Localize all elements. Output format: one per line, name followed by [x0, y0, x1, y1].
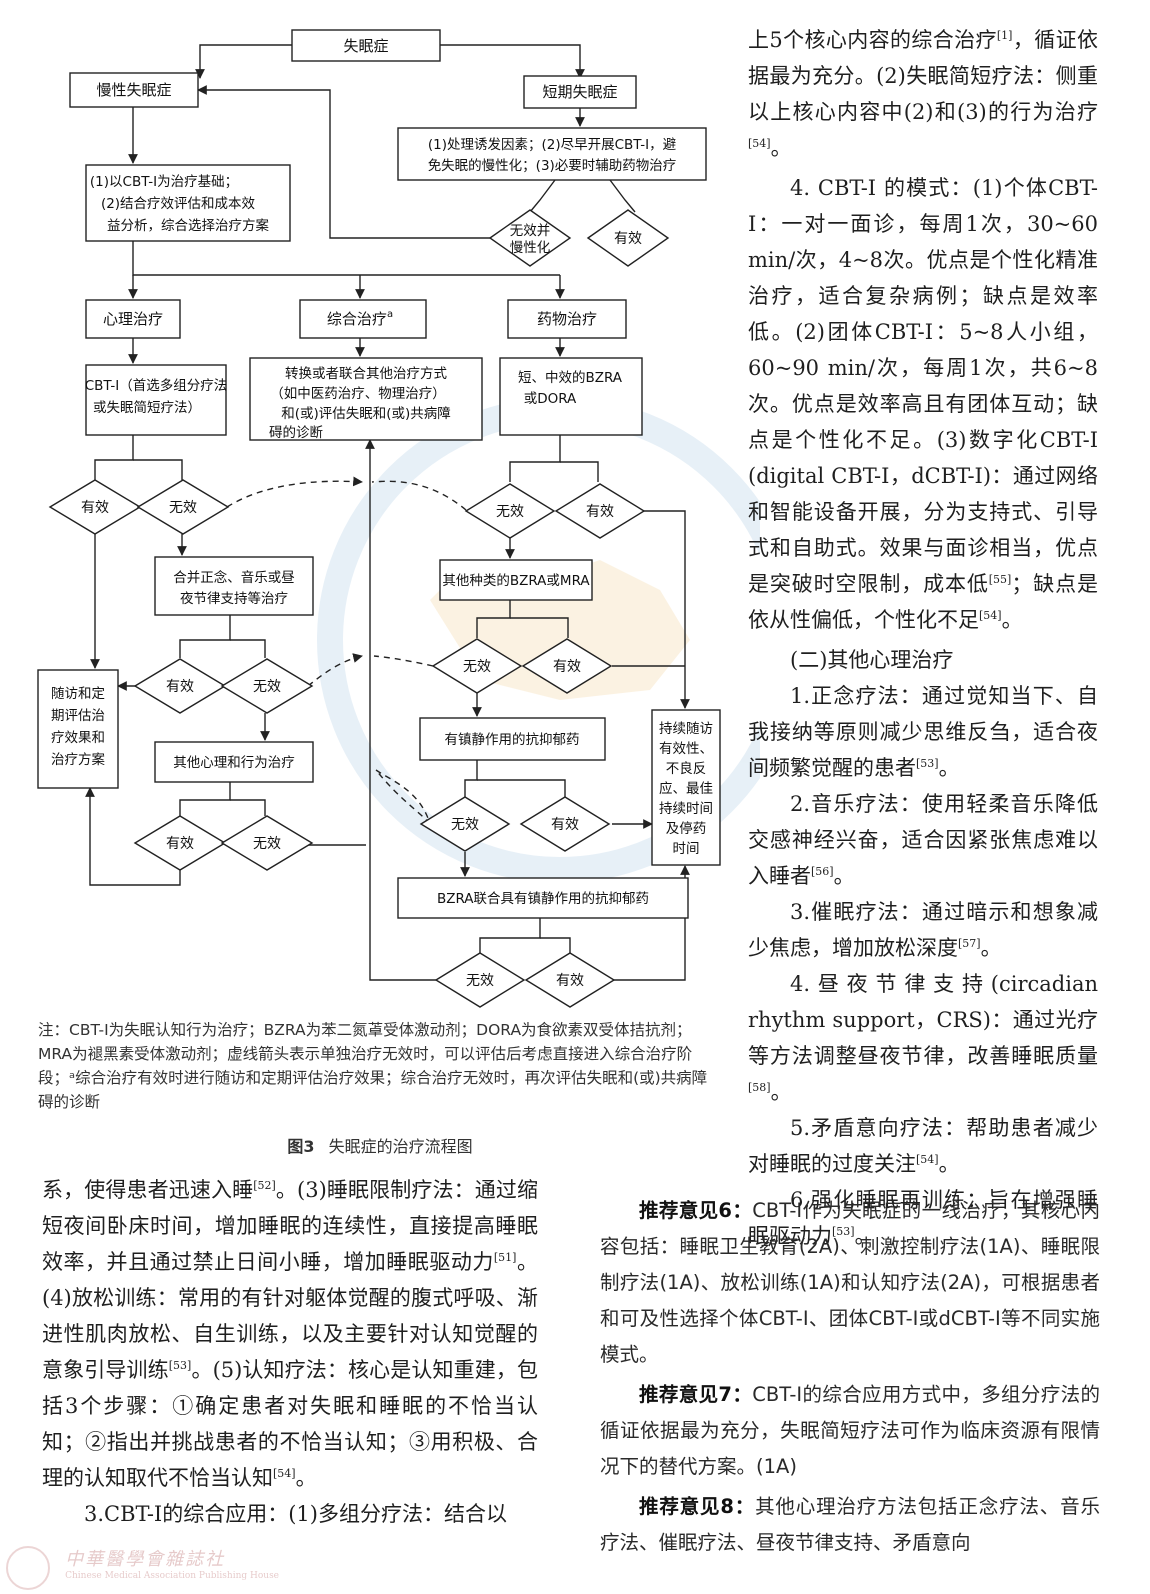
- node-chronic-basis-2: (2)结合疗效评估和成本效: [101, 196, 256, 212]
- node-ineffective-final: 无效: [466, 973, 494, 989]
- node-effective-short: 有效: [614, 231, 642, 247]
- node-switch-3: 和(或)评估失眠和(或)共病障: [281, 406, 451, 422]
- node-drug: 药物治疗: [537, 310, 597, 328]
- figure-caption-text: 失眠症的治疗流程图: [328, 1137, 473, 1156]
- node-ineffective-c3a: 无效: [496, 504, 524, 520]
- node-continue-5: 持续时间: [659, 801, 713, 817]
- publisher-logo-sub: Chinese Medical Association Publishing H…: [65, 1571, 280, 1581]
- paragraph-cbti-modes: 4. CBT-I 的模式：(1)个体CBT-I：一对一面诊，每周1次，30~60…: [748, 176, 1099, 632]
- node-merge-support-1: 合并正念、音乐或昼: [173, 569, 295, 586]
- node-effective-c3b: 有效: [553, 659, 581, 675]
- node-sedative: 有镇静作用的抗抑郁药: [445, 732, 580, 748]
- node-bzra-combo: BZRA联合具有镇静作用的抗抑郁药: [437, 891, 649, 907]
- figure-caption: 图3 失眠症的治疗流程图: [0, 1133, 760, 1157]
- node-ineffective-c3c: 无效: [451, 817, 479, 833]
- node-insomnia: 失眠症: [343, 37, 388, 55]
- node-continue-2: 有效性、: [659, 741, 713, 757]
- node-switch-2: （如中医药治疗、物理治疗）: [270, 386, 446, 402]
- node-effective-c3a: 有效: [586, 504, 614, 520]
- node-short-measures-1: (1)处理诱发因素；(2)尽早开展CBT-I，避: [428, 137, 677, 153]
- figure-caption-label: 图3: [287, 1137, 315, 1156]
- recommendation-8: 推荐意见8：其他心理治疗方法包括正念疗法、音乐疗法、催眠疗法、昼夜节律支持、矛盾…: [600, 1495, 1100, 1554]
- item-hypnosis: 3.催眠疗法：通过暗示和想象减少焦虑，增加放松深度[57]。: [748, 900, 1098, 960]
- section-heading-other-psych: (二)其他心理治疗: [790, 648, 954, 672]
- node-ineffective-c1b: 无效: [253, 679, 281, 695]
- paragraph-cbti-components: 系，使得患者迅速入睡[52]。(3)睡眠限制疗法：通过缩短夜间卧床时间，增加睡眠…: [42, 1178, 539, 1490]
- publisher-logo-text: 中華醫學會雜誌社: [65, 1549, 226, 1570]
- node-psych: 心理治疗: [103, 310, 163, 328]
- node-effective-c1a: 有效: [81, 500, 109, 516]
- node-other-drug: 其他种类的BZRA或MRA: [442, 573, 590, 589]
- node-ineffective-chronic-1: 无效并: [510, 223, 551, 239]
- recommendation-7: 推荐意见7：CBT-I的综合应用方式中，多组分疗法的循证依据最为充分，失眠简短疗…: [600, 1383, 1100, 1478]
- node-continue-7: 时间: [673, 841, 700, 857]
- node-effective-c1c: 有效: [166, 836, 194, 852]
- seal-icon: [6, 1546, 50, 1590]
- figure-note: 注：CBT-I为失眠认知行为治疗；BZRA为苯二氮䓬受体激动剂；DORA为食欲素…: [38, 1021, 708, 1111]
- node-ineffective-c3b: 无效: [463, 659, 491, 675]
- node-combined: 综合治疗a: [327, 309, 393, 328]
- node-short-measures-2: 免失眠的慢性化；(3)必要时辅助药物治疗: [428, 157, 677, 174]
- item-paradoxical: 5.矛盾意向疗法：帮助患者减少对睡眠的过度关注[54]。: [748, 1116, 1098, 1176]
- node-chronic-basis-1: (1)以CBT-I为治疗基础；: [90, 173, 238, 190]
- node-cbti-first-2: 或失眠简短疗法）: [93, 399, 201, 416]
- recommendations: 推荐意见6：CBT-I作为失眠症的一线治疗，其核心内容包括：睡眠卫生教育(2A)…: [600, 1193, 1100, 1561]
- node-ineffective-chronic-2: 慢性化: [510, 239, 551, 256]
- node-continue-6: 及停药: [666, 820, 707, 837]
- node-short-term: 短期失眠症: [542, 83, 617, 101]
- node-followup-4: 治疗方案: [51, 751, 105, 768]
- node-cbti-first-1: CBT-I（首选多组分疗法: [85, 377, 228, 394]
- node-effective-c1b: 有效: [166, 679, 194, 695]
- node-ineffective-c1a: 无效: [169, 500, 197, 516]
- node-switch-4: 碍的诊断: [269, 425, 323, 441]
- node-followup-3: 疗效果和: [51, 730, 105, 746]
- item-mindfulness: 1.正念疗法：通过觉知当下、自我接纳等原则减少思维反刍，适合夜间频繁觉醒的患者[…: [748, 684, 1098, 780]
- publisher-watermark-logo: 中華醫學會雜誌社 Chinese Medical Association Pub…: [0, 1546, 560, 1594]
- node-merge-support-2: 夜节律支持等治疗: [180, 590, 288, 607]
- node-followup-2: 期评估治: [51, 708, 105, 724]
- node-effective-c3c: 有效: [551, 817, 579, 833]
- node-chronic-basis-3: 益分析，综合选择治疗方案: [107, 217, 269, 234]
- recommendation-6: 推荐意见6：CBT-I作为失眠症的一线治疗，其核心内容包括：睡眠卫生教育(2A)…: [600, 1199, 1100, 1366]
- paragraph-cbti-application: 3.CBT-I的综合应用：(1)多组分疗法：结合以: [84, 1502, 507, 1526]
- node-continue-1: 持续随访: [659, 721, 713, 737]
- right-column-text: 上5个核心内容的综合治疗[1]，循证依据最为充分。(2)失眠简短疗法：侧重以上核…: [748, 22, 1098, 1254]
- node-chronic: 慢性失眠症: [96, 81, 171, 99]
- node-followup-1: 随访和定: [51, 686, 105, 702]
- node-drug-first-1: 短、中效的BZRA: [518, 370, 623, 386]
- left-column-text: 系，使得患者迅速入睡[52]。(3)睡眠限制疗法：通过缩短夜间卧床时间，增加睡眠…: [42, 1172, 538, 1532]
- item-circadian: 4.昼夜节律支持(circadian rhythm support，CRS)：通…: [748, 972, 1098, 1104]
- node-drug-first-2: 或DORA: [524, 391, 577, 407]
- node-other-psych: 其他心理和行为治疗: [173, 755, 295, 771]
- node-switch-1: 转换或者联合其他治疗方式: [285, 366, 447, 382]
- insomnia-treatment-flowchart: 失眠症 慢性失眠症 短期失眠症 (1)处理诱发因素；(2)尽早开展CBT-I，避…: [37, 29, 760, 1008]
- node-continue-4: 应、最佳: [659, 780, 713, 797]
- item-music: 2.音乐疗法：使用轻柔音乐降低交感神经兴奋，适合因紧张焦虑难以入睡者[56]。: [748, 792, 1098, 888]
- paragraph-brief-therapy: 上5个核心内容的综合治疗[1]，循证依据最为充分。(2)失眠简短疗法：侧重以上核…: [748, 28, 1098, 160]
- node-effective-final: 有效: [556, 973, 584, 989]
- node-ineffective-c1c: 无效: [253, 836, 281, 852]
- node-continue-3: 不良反: [666, 761, 707, 777]
- item-sleep-retraining: 6.强化睡眠再训练：旨在增强睡眠驱动力[53]。: [748, 1188, 1098, 1248]
